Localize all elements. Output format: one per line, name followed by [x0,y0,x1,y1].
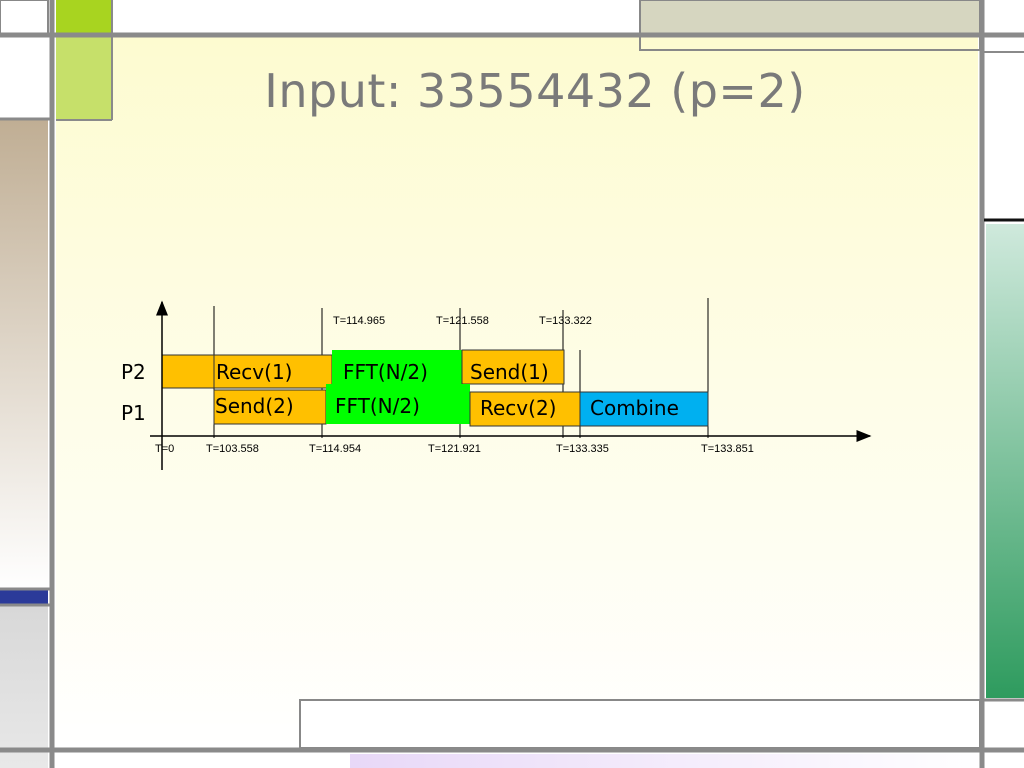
processor-label-p2: P2 [121,360,146,384]
bottom-time-label: T=133.851 [701,443,754,455]
label-p1-recv2: Recv(2) [480,396,556,420]
label-p1-fft: FFT(N/2) [335,394,420,418]
processor-label-p1: P1 [121,401,146,425]
bar-p1-recv2 [469,391,581,427]
top-time-label: T=114.965 [333,315,385,327]
label-p1-send2: Send(2) [215,394,294,418]
bar-p2-idle [161,354,215,389]
bar-p1-combine [579,391,709,427]
top-time-label: T=133.322 [539,315,592,327]
bar-p1-send2 [213,389,327,425]
label-p1-combine: Combine [590,396,679,420]
bottom-time-label: T=133.335 [556,443,609,455]
bar-p1-fft [326,384,470,424]
bar-p2-send1 [461,349,565,385]
bar-p2-recv1 [213,354,333,389]
bottom-time-label: T=114.954 [309,443,361,455]
bottom-time-label: T=121.921 [428,443,481,455]
top-time-label: T=121.558 [436,315,489,327]
label-p2-fft: FFT(N/2) [343,360,428,384]
label-p2-send1: Send(1) [470,360,549,384]
slide-title: Input: 33554432 (p=2) [264,64,806,118]
bottom-time-label: T=103.558 [206,443,259,455]
bottom-time-label: T=0 [155,443,174,455]
label-p2-recv1: Recv(1) [216,360,292,384]
bar-p2-fft [332,350,462,390]
